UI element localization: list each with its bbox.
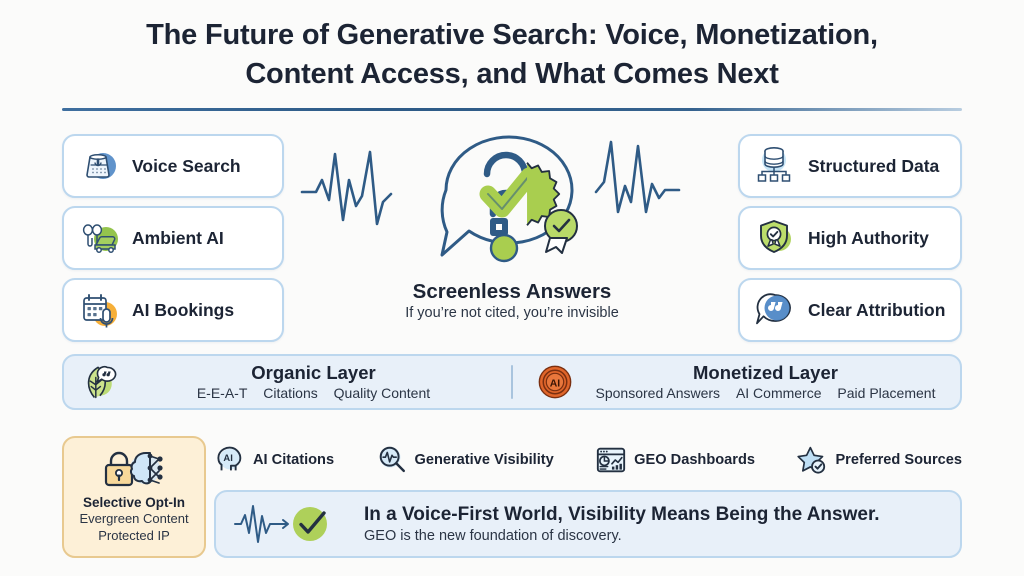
tag: E-E-A-T xyxy=(196,385,248,402)
svg-text:AI: AI xyxy=(223,452,232,463)
card-label: Structured Data xyxy=(808,155,940,176)
card-structured-data[interactable]: Structured Data xyxy=(738,134,962,198)
card-label: High Authority xyxy=(808,227,929,248)
monetized-layer-title: Monetized Layer xyxy=(693,361,838,383)
page-title-line-1: The Future of Generative Search: Voice, … xyxy=(146,19,878,51)
ai-coin-icon: AI xyxy=(535,362,575,402)
lock-brain-icon xyxy=(104,451,163,487)
organic-layer-title: Organic Layer xyxy=(251,361,376,383)
chip-preferred-sources[interactable]: Preferred Sources xyxy=(796,444,962,476)
smart-speaker-icon xyxy=(76,143,122,189)
chip-ai-citations[interactable]: AI AI Citations xyxy=(214,444,334,476)
monetized-layer-tags: Sponsored Answers AI Commerce Paid Place… xyxy=(585,385,946,401)
optin-line-2: Protected IP xyxy=(98,528,170,544)
organic-layer[interactable]: Organic Layer E-E-A-T Citations Quality … xyxy=(64,361,511,403)
tag: Citations xyxy=(263,385,318,402)
ai-head-icon: AI xyxy=(217,446,242,471)
optin-line-1: Evergreen Content xyxy=(79,511,189,526)
banner-title: In a Voice-First World, Visibility Means… xyxy=(364,503,880,525)
layer-divider xyxy=(510,365,513,399)
center-hero: Screenless Answers If you’re not cited, … xyxy=(296,126,728,338)
title-divider xyxy=(62,108,962,111)
magnifier-pulse-icon xyxy=(379,446,405,473)
star-check-icon xyxy=(797,446,826,474)
card-ai-bookings[interactable]: AI Bookings xyxy=(62,278,284,342)
database-schema-icon xyxy=(752,143,798,189)
dashboard-chart-icon xyxy=(597,447,626,473)
selective-optin-box[interactable]: Selective Opt-In Evergreen Content Prote… xyxy=(62,436,206,558)
optin-title: Selective Opt-In xyxy=(82,495,186,510)
tag: Quality Content xyxy=(333,385,431,402)
quote-bubble-icon xyxy=(752,287,798,333)
shield-badge-icon xyxy=(752,215,798,261)
center-subheading: If you’re not cited, you’re invisible xyxy=(405,305,619,321)
page-title: The Future of Generative Search: Voice, … xyxy=(60,16,964,93)
banner-subtitle: GEO is the new foundation of discovery. xyxy=(364,528,622,545)
layer-band: Organic Layer E-E-A-T Citations Quality … xyxy=(62,354,962,410)
card-label: Voice Search xyxy=(132,155,241,176)
card-clear-attribution[interactable]: Clear Attribution xyxy=(738,278,962,342)
chip-label: Preferred Sources xyxy=(835,452,962,468)
card-label: Ambient AI xyxy=(132,227,224,248)
card-label: AI Bookings xyxy=(132,299,235,320)
tag: Paid Placement xyxy=(837,385,936,402)
tag: Sponsored Answers xyxy=(595,385,721,402)
monetized-layer[interactable]: AI Monetized Layer Sponsored Answers AI … xyxy=(513,362,960,402)
calendar-microphone-icon xyxy=(76,287,122,333)
chip-label: Generative Visibility xyxy=(414,452,554,468)
organic-layer-tags: E-E-A-T Citations Quality Content xyxy=(130,385,497,401)
page-title-line-2: Content Access, and What Comes Next xyxy=(245,57,779,90)
card-ambient-ai[interactable]: Ambient AI xyxy=(62,206,284,270)
bottom-banner[interactable]: In a Voice-First World, Visibility Means… xyxy=(214,490,962,558)
waveform-arrow-check-icon xyxy=(234,505,327,543)
chip-geo-dashboards[interactable]: GEO Dashboards xyxy=(595,444,755,476)
leaf-quote-icon xyxy=(78,361,120,403)
waveform-question-check-icon xyxy=(300,135,681,263)
svg-text:AI: AI xyxy=(550,378,561,389)
chip-generative-visibility[interactable]: Generative Visibility xyxy=(376,444,554,476)
card-high-authority[interactable]: High Authority xyxy=(738,206,962,270)
earbuds-car-icon xyxy=(76,215,122,261)
card-voice-search[interactable]: Voice Search xyxy=(62,134,284,198)
feature-chip-row: AI AI Citations Generative Visibility xyxy=(214,438,962,482)
chip-label: GEO Dashboards xyxy=(634,452,756,468)
card-label: Clear Attribution xyxy=(808,299,946,320)
center-heading: Screenless Answers xyxy=(412,280,612,303)
chip-label: AI Citations xyxy=(253,452,335,468)
tag: AI Commerce xyxy=(735,385,822,402)
